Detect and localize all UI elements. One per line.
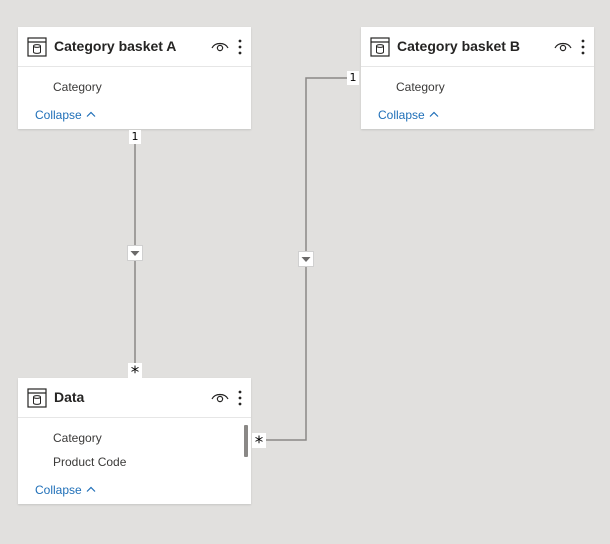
table-icon bbox=[370, 37, 390, 57]
collapse-link[interactable]: Collapse bbox=[35, 108, 96, 122]
table-card-data[interactable]: Data Category Product Code Collapse bbox=[18, 378, 251, 504]
table-title: Category basket B bbox=[397, 38, 520, 54]
eye-icon[interactable] bbox=[554, 40, 572, 54]
filter-direction-icon[interactable] bbox=[127, 245, 143, 261]
collapse-label: Collapse bbox=[378, 108, 425, 122]
filter-direction-icon[interactable] bbox=[298, 251, 314, 267]
more-options-icon[interactable] bbox=[237, 389, 243, 407]
field-product-code[interactable]: Product Code bbox=[53, 455, 127, 469]
eye-icon[interactable] bbox=[211, 391, 229, 405]
table-icon bbox=[27, 37, 47, 57]
more-options-icon[interactable] bbox=[237, 38, 243, 56]
table-title: Category basket A bbox=[54, 38, 177, 54]
field-category[interactable]: Category bbox=[53, 431, 102, 445]
cardinality-many-label: * bbox=[252, 433, 266, 453]
table-card-category-basket-b[interactable]: Category basket B Category Collapse bbox=[361, 27, 594, 129]
table-card-category-basket-a[interactable]: Category basket A Category Collapse bbox=[18, 27, 251, 129]
caret-down-icon bbox=[130, 251, 140, 256]
collapse-link[interactable]: Collapse bbox=[35, 483, 96, 497]
chevron-up-icon bbox=[86, 111, 96, 118]
collapse-link[interactable]: Collapse bbox=[378, 108, 439, 122]
cardinality-one-label: 1 bbox=[347, 71, 359, 85]
table-card-header: Data bbox=[18, 378, 251, 418]
table-title: Data bbox=[54, 389, 85, 405]
cardinality-many-label: * bbox=[128, 363, 142, 383]
cardinality-one-label: 1 bbox=[129, 130, 141, 144]
table-icon bbox=[27, 388, 47, 408]
caret-down-icon bbox=[301, 257, 311, 262]
field-category[interactable]: Category bbox=[396, 80, 445, 94]
collapse-label: Collapse bbox=[35, 108, 82, 122]
more-options-icon[interactable] bbox=[580, 38, 586, 56]
table-card-header: Category basket A bbox=[18, 27, 251, 67]
field-category[interactable]: Category bbox=[53, 80, 102, 94]
chevron-up-icon bbox=[429, 111, 439, 118]
scrollbar-thumb[interactable] bbox=[244, 425, 248, 457]
collapse-label: Collapse bbox=[35, 483, 82, 497]
chevron-up-icon bbox=[86, 486, 96, 493]
eye-icon[interactable] bbox=[211, 40, 229, 54]
table-card-header: Category basket B bbox=[361, 27, 594, 67]
